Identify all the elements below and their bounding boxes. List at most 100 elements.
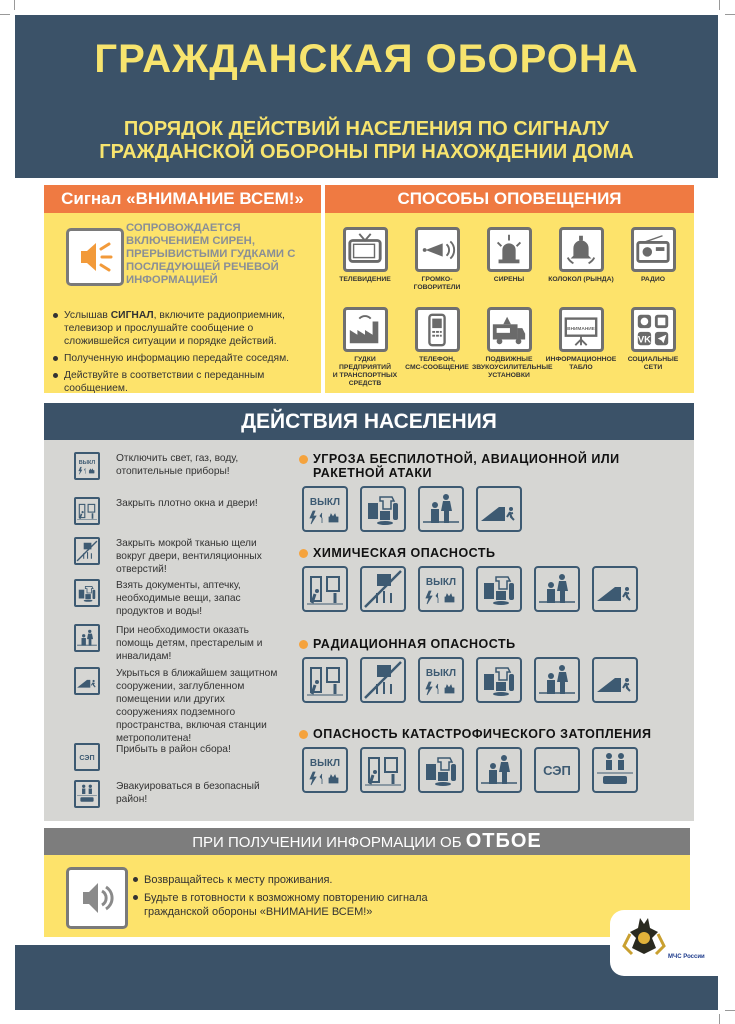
- method-item: ТЕЛЕВИДЕНИЕ: [328, 227, 402, 284]
- evacuate-icon: [592, 747, 638, 793]
- method-item: VK СОЦИАЛЬНЫЕ СЕТИ: [616, 307, 690, 372]
- otboy-bullet: Будьте в готовности к возможному повторе…: [124, 891, 444, 919]
- actions-panel: ВЫКЛ Отключить свет, газ, воду, отопитель…: [44, 440, 694, 821]
- method-label: ПОДВИЖНЫЕ ЗВУКОУСИЛИТЕЛЬНЫЕ УСТАНОВКИ: [472, 356, 553, 379]
- action-item: Эвакуироваться в безопасный район!: [74, 780, 281, 808]
- signal-title: Сигнал «ВНИМАНИЕ ВСЕМ!»: [44, 185, 321, 213]
- documents-kit-icon: [360, 486, 406, 532]
- method-label: КОЛОКОЛ (РЫНДА): [548, 276, 614, 283]
- close-doors-icon: [302, 657, 348, 703]
- action-text: Эвакуироваться в безопасный район!: [116, 781, 260, 805]
- method-label: СИРЕНЫ: [493, 276, 525, 283]
- documents-kit-icon: [74, 579, 100, 607]
- signal-bullet: Услышав СИГНАЛ, включите радиоприемник, …: [44, 309, 321, 348]
- signal-panel: Сигнал «ВНИМАНИЕ ВСЕМ!» СОПРОВОЖДАЕТСЯ В…: [44, 185, 321, 395]
- power-off-icon: ВЫКЛ: [74, 452, 100, 480]
- action-item: Закрыть мокрой тканью щели вокруг двери,…: [74, 537, 281, 576]
- shelter-icon: [592, 566, 638, 612]
- threat-section: УГРОЗА БЕСПИЛОТНОЙ, АВИАЦИОННОЙ ИЛИ РАКЕ…: [299, 452, 629, 532]
- loudspeaker-van-icon: [486, 307, 532, 352]
- signal-description: СОПРОВОЖДАЕТСЯ ВКЛЮЧЕНИЕМ СИРЕН, ПРЕРЫВИ…: [126, 222, 296, 286]
- threat-section: ХИМИЧЕСКАЯ ОПАСНОСТЬ ВЫКЛ: [299, 546, 699, 612]
- method-item: ГУДКИ ПРЕДПРИЯТИЙ И ТРАНСПОРТНЫХ СРЕДСТВ: [328, 307, 402, 388]
- svg-text:ВЫКЛ: ВЫКЛ: [426, 668, 456, 679]
- page-subtitle: ПОРЯДОК ДЕЙСТВИЙ НАСЕЛЕНИЯ ПО СИГНАЛУ ГР…: [15, 118, 718, 164]
- svg-text:ВЫКЛ: ВЫКЛ: [426, 577, 456, 588]
- actions-title: ДЕЙСТВИЯ НАСЕЛЕНИЯ: [44, 403, 694, 440]
- threat-section: РАДИАЦИОННАЯ ОПАСНОСТЬ ВЫКЛ: [299, 637, 699, 703]
- tv-icon: [342, 227, 388, 272]
- social-networks-icon: VK: [630, 307, 676, 352]
- action-item: Закрыть плотно окна и двери!: [74, 497, 281, 525]
- emercom-logo: МЧС России: [610, 910, 720, 976]
- help-people-icon: [534, 657, 580, 703]
- action-text: Отключить свет, газ, воду, отопительные …: [116, 453, 239, 477]
- otboy-title: ПРИ ПОЛУЧЕНИИ ИНФОРМАЦИИ ОБ ОТБОЕ: [44, 828, 690, 855]
- documents-kit-icon: [418, 747, 464, 793]
- action-text: При необходимости оказать помощь детям, …: [116, 625, 263, 662]
- help-people-icon: [476, 747, 522, 793]
- phone-icon: [414, 307, 460, 352]
- assembly-point-icon: СЭП: [74, 743, 100, 771]
- siren-icon: [486, 227, 532, 272]
- method-label: ТЕЛЕФОН, СМС-СООБЩЕНИЕ: [405, 356, 469, 371]
- evacuate-icon: [74, 780, 100, 808]
- svg-text:VK: VK: [638, 334, 651, 345]
- power-off-icon: ВЫКЛ: [302, 747, 348, 793]
- power-off-icon: ВЫКЛ: [418, 657, 464, 703]
- action-text: Закрыть мокрой тканью щели вокруг двери,…: [116, 538, 262, 575]
- method-label: ИНФОРМАЦИОННОЕ ТАБЛО: [545, 356, 617, 371]
- threat-title: ОПАСНОСТЬ КАТАСТРОФИЧЕСКОГО ЗАТОПЛЕНИЯ: [299, 727, 699, 741]
- shelter-icon: [476, 486, 522, 532]
- action-text: Прибыть в район сбора!: [116, 744, 231, 755]
- factory-horn-icon: [342, 307, 388, 352]
- method-item: РАДИО: [616, 227, 690, 284]
- threat-title: ХИМИЧЕСКАЯ ОПАСНОСТЬ: [299, 546, 699, 560]
- help-people-icon: [74, 624, 100, 652]
- close-doors-icon: [302, 566, 348, 612]
- action-item: При необходимости оказать помощь детям, …: [74, 624, 281, 663]
- action-item: ВЫКЛ Отключить свет, газ, воду, отопитель…: [74, 452, 281, 480]
- action-text: Укрыться в ближайшем защитном сооружении…: [116, 668, 278, 744]
- documents-kit-icon: [476, 657, 522, 703]
- svg-text:СЭП: СЭП: [79, 754, 94, 762]
- documents-kit-icon: [476, 566, 522, 612]
- help-people-icon: [418, 486, 464, 532]
- method-label: РАДИО: [640, 276, 666, 283]
- assembly-point-icon: СЭП: [534, 747, 580, 793]
- method-item: ТЕЛЕФОН, СМС-СООБЩЕНИЕ: [400, 307, 474, 372]
- svg-text:ВЫКЛ: ВЫКЛ: [310, 758, 340, 769]
- power-off-icon: ВЫКЛ: [418, 566, 464, 612]
- action-item: СЭП Прибыть в район сбора!: [74, 743, 281, 771]
- method-label: ГУДКИ ПРЕДПРИЯТИЙ И ТРАНСПОРТНЫХ СРЕДСТВ: [332, 356, 398, 387]
- page-title: ГРАЖДАНСКАЯ ОБОРОНА: [94, 37, 639, 81]
- close-doors-icon: [74, 497, 100, 525]
- threat-title: УГРОЗА БЕСПИЛОТНОЙ, АВИАЦИОННОЙ ИЛИ РАКЕ…: [299, 452, 629, 480]
- method-label: СОЦИАЛЬНЫЕ СЕТИ: [627, 356, 679, 371]
- shelter-icon: [74, 667, 100, 695]
- help-people-icon: [534, 566, 580, 612]
- subtitle-line: ПОРЯДОК ДЕЙСТВИЙ НАСЕЛЕНИЯ ПО СИГНАЛУ: [123, 118, 610, 140]
- svg-text:МЧС России: МЧС России: [668, 954, 705, 960]
- method-label: ТЕЛЕВИДЕНИЕ: [339, 276, 391, 283]
- action-item: Взять документы, аптечку, необходимые ве…: [74, 579, 281, 618]
- action-text: Закрыть плотно окна и двери!: [116, 498, 258, 509]
- threat-title: РАДИАЦИОННАЯ ОПАСНОСТЬ: [299, 637, 699, 651]
- signal-bullet: Действуйте в соответствии с переданным с…: [44, 369, 321, 395]
- methods-panel: СПОСОБЫ ОПОВЕЩЕНИЯ ТЕЛЕВИДЕНИЕ ГРОМКО- ГО…: [325, 185, 694, 393]
- megaphone-icon: [414, 227, 460, 272]
- header-banner: ГРАЖДАНСКАЯ ОБОРОНА ПОРЯДОК ДЕЙСТВИЙ НАС…: [15, 15, 718, 178]
- svg-text:СЭП: СЭП: [543, 763, 571, 778]
- shelter-icon: [592, 657, 638, 703]
- svg-text:ВЫКЛ: ВЫКЛ: [79, 460, 96, 466]
- threat-section: ОПАСНОСТЬ КАТАСТРОФИЧЕСКОГО ЗАТОПЛЕНИЯ ВЫ…: [299, 727, 699, 793]
- otboy-panel: Возвращайтесь к месту проживания. Будьте…: [44, 855, 690, 937]
- footer-banner: [15, 945, 718, 1010]
- svg-text:ВЫКЛ: ВЫКЛ: [310, 497, 340, 508]
- subtitle-line: ГРАЖДАНСКОЙ ОБОРОНЫ ПРИ НАХОЖДЕНИИ ДОМА: [99, 141, 634, 163]
- methods-title: СПОСОБЫ ОПОВЕЩЕНИЯ: [325, 185, 694, 213]
- method-label: ГРОМКО- ГОВОРИТЕЛИ: [413, 276, 461, 291]
- radio-icon: [630, 227, 676, 272]
- method-item: КОЛОКОЛ (РЫНДА): [544, 227, 618, 284]
